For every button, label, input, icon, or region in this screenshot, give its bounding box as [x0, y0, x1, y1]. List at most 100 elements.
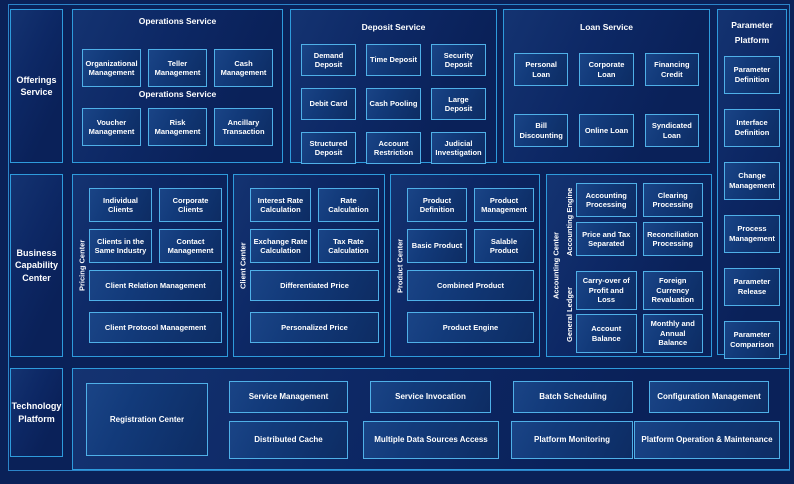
operations-row-2: Voucher Management Risk Management Ancil…: [82, 108, 273, 146]
box-financing-credit: Financing Credit: [644, 53, 699, 86]
box-process-management: Process Management: [724, 214, 780, 253]
box-product-engine: Product Engine: [407, 312, 534, 343]
box-basic-product: Basic Product: [407, 229, 467, 263]
box-organizational-management: Organizational Management: [82, 49, 141, 87]
box-parameter-release: Parameter Release: [724, 267, 780, 306]
operations-row-1: Organizational Management Teller Managem…: [82, 49, 273, 87]
box-client-relation-management: Client Relation Management: [89, 270, 222, 301]
vertical-label-general-ledger: General Ledger: [565, 286, 574, 342]
box-client-protocol-management: Client Protocol Management: [89, 312, 222, 343]
panel-subtitle-operations-service: Operations Service: [138, 89, 217, 99]
box-parameter-definition: Parameter Definition: [724, 55, 780, 94]
panel-deposit-service: Deposit Service Demand Deposit Time Depo…: [290, 9, 497, 164]
box-reconciliation-processing: Reconciliation Processing: [642, 222, 703, 256]
box-parameter-comparison: Parameter Comparison: [724, 320, 780, 359]
panel-loan-service: Loan Service Personal Loan Corporate Loa…: [503, 9, 710, 163]
sidebar-business-capability-center: Business Capability Center: [10, 174, 63, 357]
box-interface-definition: Interface Definition: [724, 108, 780, 147]
box-platform-operation-maintenance: Platform Operation & Maintenance: [634, 421, 780, 459]
box-time-deposit: Time Deposit: [366, 44, 421, 76]
box-account-restriction: Account Restriction: [366, 132, 421, 164]
panel-title-operations-service: Operations Service: [138, 16, 217, 26]
panel-accounting-center: Accounting Center Accounting Engine Acco…: [546, 174, 712, 357]
accounting-engine-row-1: Accounting Processing Clearing Processin…: [576, 183, 703, 217]
box-online-loan: Online Loan: [579, 114, 634, 147]
box-voucher-management: Voucher Management: [82, 108, 141, 146]
panel-pricing-center: Pricing Center Individual Clients Corpor…: [72, 174, 228, 357]
box-platform-monitoring: Platform Monitoring: [511, 421, 633, 459]
box-carry-over-of-profit-and-loss: Carry-over of Profit and Loss: [576, 271, 637, 310]
box-security-deposit: Security Deposit: [431, 44, 486, 76]
general-ledger-row-1: Carry-over of Profit and Loss Foreign Cu…: [576, 271, 703, 310]
sidebar-business-label: Business Capability Center: [14, 248, 58, 283]
box-ancillary-transaction: Ancillary Transaction: [214, 108, 273, 146]
product-row-2: Basic Product Salable Product: [407, 229, 534, 263]
box-interest-rate-calculation: Interest Rate Calculation: [250, 188, 311, 222]
box-personalized-price: Personalized Price: [250, 312, 379, 343]
panel-product-center: Product Center Product Definition Produc…: [390, 174, 540, 357]
box-salable-product: Salable Product: [474, 229, 534, 263]
box-product-definition: Product Definition: [407, 188, 467, 222]
vertical-label-accounting-center: Accounting Center: [551, 231, 561, 300]
box-registration-center: Registration Center: [86, 383, 208, 456]
panel-technology-platform: Registration Center Service Management S…: [72, 368, 790, 470]
vertical-label-client-center: Client Center: [238, 242, 248, 289]
vertical-label-pricing-center: Pricing Center: [77, 239, 87, 292]
loan-row-2: Bill Discounting Online Loan Syndicated …: [514, 114, 699, 147]
box-price-and-tax-separated: Price and Tax Separated: [576, 222, 637, 256]
box-foreign-currency-revaluation: Foreign Currency Revaluation: [642, 271, 703, 310]
box-account-balance: Account Balance: [576, 314, 637, 353]
vertical-label-product-center: Product Center: [395, 238, 405, 293]
pricing-row-2: Clients in the Same Industry Contact Man…: [89, 229, 222, 263]
box-configuration-management: Configuration Management: [649, 381, 769, 413]
accounting-engine-row-2: Price and Tax Separated Reconciliation P…: [576, 222, 703, 256]
general-ledger-group: General Ledger Carry-over of Profit and …: [563, 271, 703, 357]
box-risk-management: Risk Management: [148, 108, 207, 146]
box-personal-loan: Personal Loan: [514, 53, 569, 86]
box-distributed-cache: Distributed Cache: [229, 421, 348, 459]
panel-client-center: Client Center Interest Rate Calculation …: [233, 174, 385, 357]
box-structured-deposit: Structured Deposit: [301, 132, 356, 164]
panel-parameter-platform: Parameter Platform Parameter Definition …: [717, 9, 787, 359]
client-row-2: Exchange Rate Calculation Tax Rate Calcu…: [250, 229, 379, 263]
panel-title-loan-service: Loan Service: [580, 22, 633, 32]
box-corporate-loan: Corporate Loan: [579, 53, 634, 86]
sidebar-technology-platform: Technology Platform: [10, 368, 63, 457]
box-teller-management: Teller Management: [148, 49, 207, 87]
box-debit-card: Debit Card: [301, 88, 356, 120]
box-product-management: Product Management: [474, 188, 534, 222]
sidebar-offerings-label: Offerings Service: [16, 74, 57, 97]
box-demand-deposit: Demand Deposit: [301, 44, 356, 76]
panel-title-parameter-platform: Parameter Platform: [731, 20, 773, 46]
box-individual-clients: Individual Clients: [89, 188, 152, 222]
box-service-management: Service Management: [229, 381, 348, 413]
box-change-management: Change Management: [724, 161, 780, 200]
box-multiple-data-sources-access: Multiple Data Sources Access: [363, 421, 499, 459]
loan-row-1: Personal Loan Corporate Loan Financing C…: [514, 53, 699, 86]
box-batch-scheduling: Batch Scheduling: [513, 381, 633, 413]
box-large-deposit: Large Deposit: [431, 88, 486, 120]
box-syndicated-loan: Syndicated Loan: [644, 114, 699, 147]
sidebar-offerings-service: Offerings Service: [10, 9, 63, 163]
box-clearing-processing: Clearing Processing: [642, 183, 703, 217]
vertical-label-accounting-engine: Accounting Engine: [565, 187, 574, 257]
box-judicial-investigation: Judicial Investigation: [431, 132, 486, 164]
box-rate-calculation: Rate Calculation: [318, 188, 379, 222]
deposit-row-3: Structured Deposit Account Restriction J…: [301, 132, 486, 164]
box-combined-product: Combined Product: [407, 270, 534, 301]
box-exchange-rate-calculation: Exchange Rate Calculation: [250, 229, 311, 263]
client-row-1: Interest Rate Calculation Rate Calculati…: [250, 188, 379, 222]
sidebar-technology-label: Technology Platform: [11, 401, 62, 424]
accounting-engine-group: Accounting Engine Accounting Processing …: [563, 183, 703, 261]
deposit-row-1: Demand Deposit Time Deposit Security Dep…: [301, 44, 486, 76]
box-tax-rate-calculation: Tax Rate Calculation: [318, 229, 379, 263]
box-bill-discounting: Bill Discounting: [514, 114, 569, 147]
pricing-row-1: Individual Clients Corporate Clients: [89, 188, 222, 222]
box-cash-pooling: Cash Pooling: [366, 88, 421, 120]
box-monthly-and-annual-balance: Monthly and Annual Balance: [642, 314, 703, 353]
deposit-row-2: Debit Card Cash Pooling Large Deposit: [301, 88, 486, 120]
box-clients-same-industry: Clients in the Same Industry: [89, 229, 152, 263]
box-accounting-processing: Accounting Processing: [576, 183, 637, 217]
box-service-invocation: Service Invocation: [370, 381, 491, 413]
